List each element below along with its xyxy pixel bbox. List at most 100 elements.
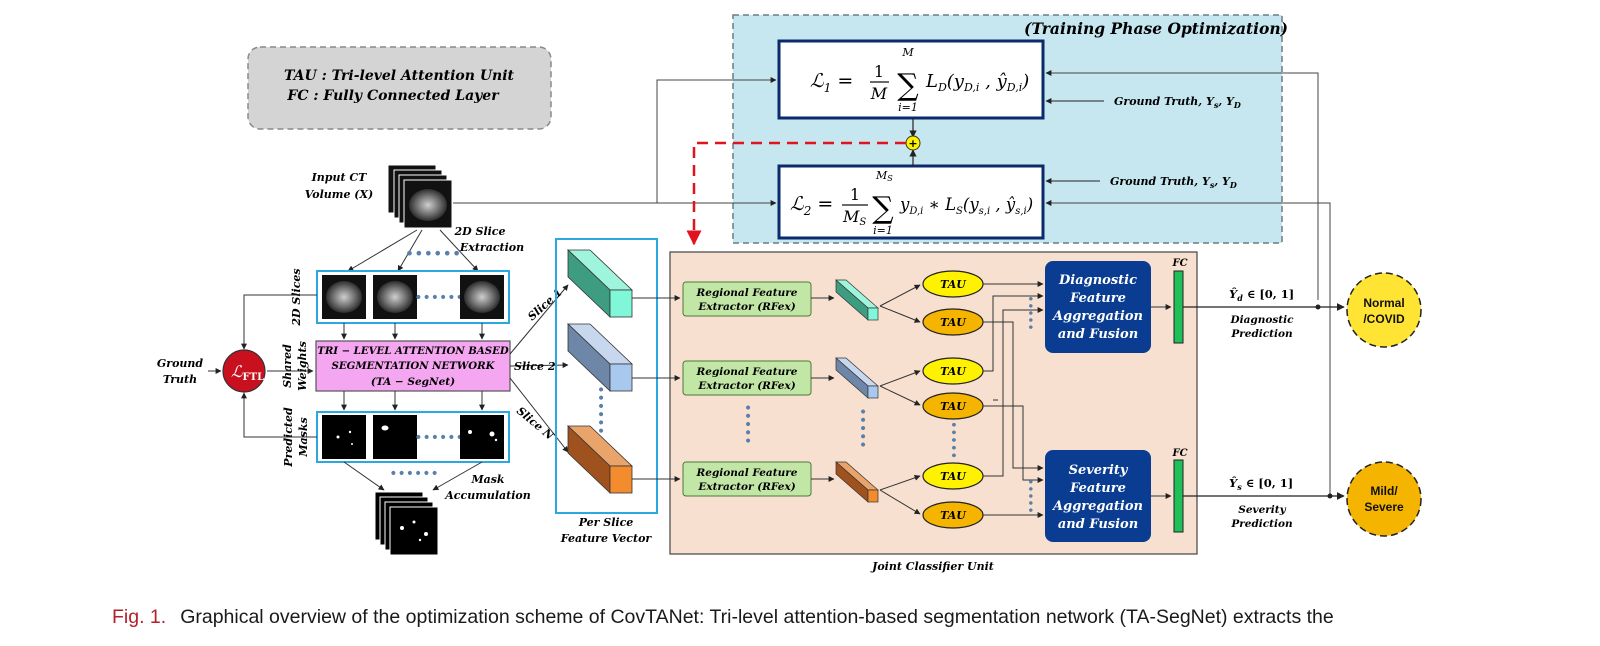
input-ct-label-2: Volume (X) [305,188,373,201]
loss2-sum-top: MS [875,169,893,183]
loss1-formula: ℒ1 = [810,70,853,95]
feature-vector-1 [567,249,633,318]
regional-feature-2 [835,357,879,399]
svg-text:•••••: ••••• [1023,478,1037,513]
svg-text:Feature: Feature [1069,291,1126,306]
sev-pred-label-1: Severity [1238,504,1286,516]
rfex-box-1: Regional Feature Extractor (RFex) [682,281,812,317]
diag-pred-label-1: Diagnostic [1229,314,1294,326]
mild-severe-output: Mild/ Severe [1346,461,1422,537]
svg-text:Regional Feature: Regional Feature [696,467,798,479]
normal-covid-output: Normal /COVID [1346,272,1422,348]
diag-pred-feedback-line [1045,70,1319,300]
loss2-frac-num: 1 [850,185,860,204]
slice-extraction-label-2: Extraction [459,241,524,254]
rfex-box-n: Regional Feature Extractor (RFex) [682,461,812,497]
svg-text:Regional Feature: Regional Feature [696,366,798,378]
svg-text:••••••: •••••• [414,290,464,306]
ground-truth-left-2: Truth [163,373,197,386]
mask-accumulation-label-1: Mask [470,473,504,486]
shared-weights-label-2: Weights [296,341,309,391]
loss1-sum-bottom: i=1 [898,101,918,114]
ground-truth-left-1: Ground [157,357,204,370]
svg-text:Normal: Normal [1363,296,1404,310]
svg-text:Feature: Feature [1069,481,1126,496]
tasegnet-box: TRI − LEVEL ATTENTION BASED SEGMENTATION… [315,340,511,392]
svg-text:TAU: TAU [940,316,967,329]
loss2-formula: ℒ2 = [790,193,833,218]
per-slice-label-1: Per Slice [578,516,634,529]
diag-pred-label-2: Prediction [1230,328,1292,340]
svg-text:TAU: TAU [940,470,967,483]
svg-text:and Fusion: and Fusion [1058,517,1138,532]
joint-classifier-label: Joint Classifier Unit [870,560,994,573]
loss1-frac-num: 1 [874,62,884,81]
slices-box: •••••• [316,270,510,324]
svg-text:••••••: •••••• [592,385,608,435]
tasegnet-label-3: (TA − SegNet) [371,376,455,388]
sum-node-plus: + [908,137,917,150]
svg-text:TAU: TAU [940,509,967,522]
feature-vector-n [567,425,633,494]
feature-vector-2 [567,323,633,392]
tau-unit-na: TAU [922,462,984,490]
svg-text:••••••: •••••• [389,466,439,482]
svg-text:Severity: Severity [1069,463,1129,478]
tau-unit-1b: TAU [922,308,984,336]
svg-text:Aggregation: Aggregation [1051,309,1143,324]
svg-text:TAU: TAU [940,278,967,291]
mask-accumulation-label-2: Accumulation [444,489,530,502]
ground-truth-label-1: Ground Truth, Ys, YD [1114,95,1241,110]
diagnostic-fusion-block: Diagnostic Feature Aggregation and Fusio… [1045,261,1151,353]
sev-pred-feedback-line [1045,200,1331,494]
loss2-frac-den: MS [842,207,866,228]
svg-text:ℒFTL: ℒFTL [231,362,264,383]
svg-text:Extractor (RFex): Extractor (RFex) [697,301,795,313]
ftl-loss-node: ℒFTL [222,349,266,393]
tau-unit-nb: TAU [922,501,984,529]
slice1-label: Slice 1 [525,286,565,323]
diag-output-formula: Ŷd ∈ [0, 1] [1229,287,1294,303]
svg-text:••••••: •••••• [414,430,464,446]
svg-text:•••••: ••••• [1023,295,1037,330]
loss-feedback-dashed [686,141,906,246]
svg-text:TAU: TAU [940,365,967,378]
loss2-sum: ∑ [872,191,894,226]
loss2-sum-bottom: i=1 [873,224,893,237]
svg-text:•••••: ••••• [854,407,870,448]
per-slice-label-2: Feature Vector [560,532,653,545]
svg-text:Severe: Severe [1364,500,1404,514]
legend-fc-text: FC : Fully Connected Layer [286,88,500,104]
svg-text:Aggregation: Aggregation [1051,499,1143,514]
input-ct-stack [387,164,453,229]
tau-routing-lines [983,281,1044,518]
regional-feature-n [835,461,879,503]
training-phase-panel: (Training Phase Optimization) ℒ1 = 1 M ∑… [732,14,1288,244]
svg-text:Regional Feature: Regional Feature [696,287,798,299]
masks-box: •••••• [316,411,510,463]
covtanet-diagram: TAU : Tri-level Attention Unit FC : Full… [157,14,1422,573]
training-phase-title: (Training Phase Optimization) [1024,19,1288,38]
accumulated-mask-stack [374,491,439,556]
figure-label: Fig. 1. [112,606,167,628]
svg-text:/COVID: /COVID [1363,312,1405,326]
slice-extraction-label-1: 2D Slice [453,225,505,238]
figure-caption: Fig. 1.Graphical overview of the optimiz… [112,604,1592,646]
shared-weights-label-1: Shared [281,344,294,388]
loss1-box: ℒ1 = 1 M ∑ M i=1 LD(yD,i , ŷD,i) [777,39,1045,120]
input-to-loss1-line [453,77,777,204]
svg-text:FC: FC [1171,258,1187,269]
slice2-label: Slice 2 [514,360,556,373]
svg-text:•••••: ••••• [945,421,960,459]
svg-text:TAU: TAU [940,400,967,413]
legend-tau-text: TAU : Tri-level Attention Unit [284,68,515,84]
loss1-sum: ∑ [897,68,919,103]
tau-unit-2b: TAU [922,392,984,420]
loss1-body: LD(yD,i , ŷD,i) [925,71,1029,94]
svg-text:Diagnostic: Diagnostic [1058,273,1137,288]
loss2-box: ℒ2 = 1 MS ∑ MS i=1 yD,i ∗ LS(ys,i , ŷs,i… [777,164,1045,240]
input-ct-label-1: Input CT [311,171,367,184]
loss1-sum-top: M [901,46,914,59]
svg-text:Extractor (RFex): Extractor (RFex) [697,481,795,493]
sev-pred-label-2: Prediction [1230,518,1292,530]
